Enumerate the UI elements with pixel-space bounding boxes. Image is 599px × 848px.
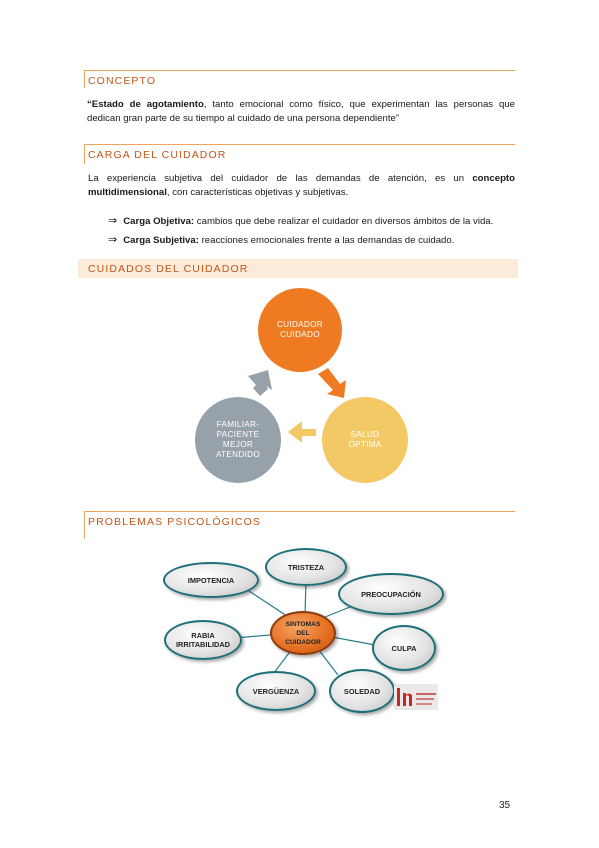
infosalud-logo-mark <box>397 688 436 706</box>
bullet-carga-subjetiva: ⇒ Carga Subjetiva: reacciones emocionales… <box>108 233 454 248</box>
carga-body-after: , con características objetivas y subjet… <box>166 187 349 198</box>
concepto-title: CONCEPTO <box>88 75 157 87</box>
carga-bold: concepto multidimensional <box>88 173 515 198</box>
cycle-arrow-1 <box>318 368 346 398</box>
concepto-text: “Estado de agotamiento, tanto emocional … <box>87 98 515 126</box>
symptom-center: SINTOMAS DEL CUIDADOR <box>270 611 336 655</box>
symptom-verguenza: VERGÜENZA <box>236 671 316 711</box>
concepto-body: , tanto emocional como físico, que exper… <box>87 99 515 124</box>
cycle-node-familiar-paciente: FAMILIAR-PACIENTE MEJOR ATENDIDO <box>195 397 281 483</box>
symptom-culpa: CULPA <box>372 625 436 671</box>
symptom-soledad: SOLEDAD <box>329 669 395 713</box>
symptom-tristeza: TRISTEZA <box>265 548 347 586</box>
center-label: SINTOMAS DEL CUIDADOR <box>285 620 321 646</box>
cycle-node-label: SALUD ÓPTIMA <box>348 430 382 449</box>
symptom-label: VERGÜENZA <box>252 686 300 696</box>
carga-rule-vertical <box>84 144 85 164</box>
symptom-label: PREOCUPACIÓN <box>361 589 421 599</box>
bullet-label: Carga Subjetiva: <box>123 235 199 246</box>
problemas-rule-vertical <box>84 511 85 539</box>
double-arrow-icon: ⇒ <box>108 233 118 246</box>
symptom-preocupacion: PREOCUPACIÓN <box>338 573 444 615</box>
symptom-impotencia: IMPOTENCIA <box>163 562 259 598</box>
symptom-label: SOLEDAD <box>343 686 381 696</box>
problemas-title: PROBLEMAS PSICOLÓGICOS <box>88 516 261 528</box>
cycle-arrows <box>248 368 346 443</box>
cycle-arrow-2 <box>288 421 316 443</box>
bullet-text: reacciones emocionales frente a las dema… <box>198 235 455 246</box>
symptom-rabia-irritabilidad: RABIA IRRITABILIDAD <box>164 620 242 660</box>
cycle-node-label: CUIDADOR CUIDADO <box>276 320 324 339</box>
cuidados-band <box>78 259 518 278</box>
concepto-bold-lead: “Estado de agotamiento <box>87 99 204 110</box>
infosalud-logo <box>394 684 438 710</box>
bullet-text: cambios que debe realizar el cuidador en… <box>194 216 494 227</box>
problemas-rule <box>84 511 515 512</box>
concepto-rule <box>84 70 515 71</box>
carga-text: La experiencia subjetiva del cuidador de… <box>88 172 515 200</box>
cycle-node-cuidador-cuidado: CUIDADOR CUIDADO <box>258 288 342 372</box>
double-arrow-icon: ⇒ <box>108 214 118 227</box>
carga-rule <box>84 144 515 145</box>
symptom-label: IMPOTENCIA <box>187 575 235 585</box>
carga-body-before: La experiencia subjetiva del cuidador de… <box>88 173 473 184</box>
cycle-node-label: FAMILIAR-PACIENTE MEJOR ATENDIDO <box>215 420 261 459</box>
symptom-label: CULPA <box>391 643 417 653</box>
bullet-carga-objetiva: ⇒ Carga Objetiva: cambios que debe realiz… <box>108 214 493 229</box>
bullet-label: Carga Objetiva: <box>123 216 195 227</box>
cuidados-title: CUIDADOS DEL CUIDADOR <box>88 263 249 275</box>
concepto-rule-vertical <box>84 70 85 88</box>
cycle-arrow-3 <box>248 370 272 396</box>
carga-title: CARGA DEL CUIDADOR <box>88 149 227 161</box>
symptom-label: RABIA IRRITABILIDAD <box>175 631 231 649</box>
cycle-node-salud-optima: SALUD ÓPTIMA <box>322 397 408 483</box>
symptom-label: TRISTEZA <box>287 562 325 572</box>
page-number: 35 <box>499 800 511 811</box>
